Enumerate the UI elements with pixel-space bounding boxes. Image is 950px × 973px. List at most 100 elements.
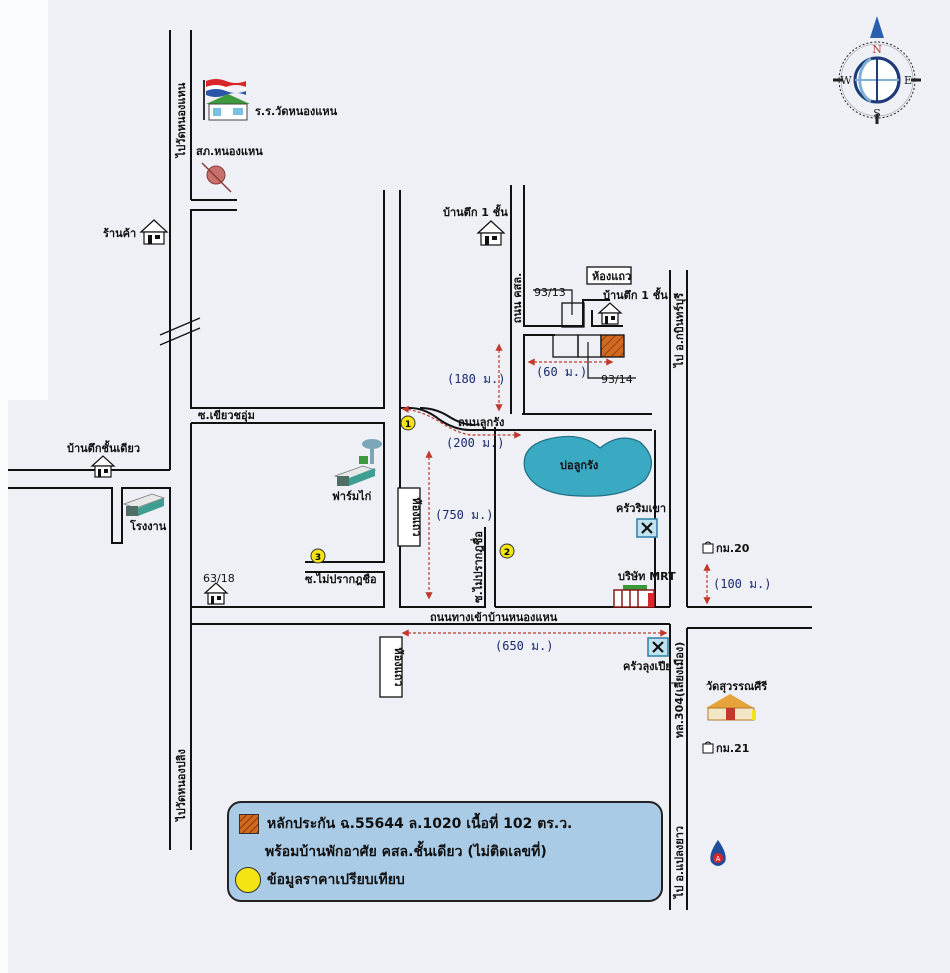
leader-93-14 <box>587 342 636 379</box>
single-storey-house-label: บ้านตึกชั้นเดียว <box>67 440 140 455</box>
km21-label: กม.21 <box>716 742 749 755</box>
km-post-icon <box>702 541 714 554</box>
road-kasol-branch <box>591 310 623 327</box>
comparable-dot-icon <box>235 867 261 893</box>
block-farm <box>191 422 385 563</box>
page-margin <box>0 400 8 973</box>
soi-khiao-chaum-label: ซ.เขียวชอุ่ม <box>198 409 255 423</box>
restaurant-lungpia-label: ครัวลุงเปีย <box>623 660 672 674</box>
restaurant-icon-rimkhao <box>636 518 658 538</box>
svg-text:A: A <box>716 855 721 863</box>
soi-mai-prakot-2-label: ซ.ไม่ปรากฎชื่อ <box>470 531 485 603</box>
plot-93-13-label: 93/13 <box>534 286 566 299</box>
school-label: ร.ร.วัดหนองแหน <box>255 105 338 118</box>
hwy-304-label: ทล.304(เลี่ยงเมือง) <box>671 642 686 739</box>
plot-93-14-label: 93/14 <box>601 373 633 386</box>
townhouse-bottom-label: ห้องแถว <box>392 647 405 686</box>
school-icon <box>203 79 250 121</box>
arrow-200m <box>401 405 522 439</box>
legend-collateral-row: หลักประกัน ฉ.55644 ล.1020 เนื้อที่ 102 ต… <box>239 813 572 835</box>
compass-e: E <box>904 74 912 87</box>
road-to-wat-nongpling-label: ไปวัดหนองปลิง <box>174 749 188 823</box>
plot-box-a <box>552 334 579 358</box>
leader-93-13 <box>533 289 573 315</box>
legend-collateral-row2: พร้อมบ้านพักอาศัย คสล.ชั้นเดียว (ไม่ติดเ… <box>265 841 547 863</box>
factory-label: โรงงาน <box>129 519 167 533</box>
distance-60m: (60 ม.) <box>536 365 587 379</box>
map-legend: หลักประกัน ฉ.55644 ล.1020 เนื้อที่ 102 ต… <box>227 801 663 902</box>
page-margin <box>0 0 48 400</box>
block-farm-lower <box>190 423 385 608</box>
legend-comparable-row: ข้อมูลราคาเปรียบเทียบ <box>235 867 405 893</box>
road-to-wat-nongkhaen-label: ไปวัดหนองแหน <box>174 82 188 159</box>
plot-box-b <box>577 334 602 358</box>
thanon-kasol-label: ถนน คสล. <box>511 273 524 324</box>
km-post-icon <box>702 741 714 754</box>
restaurant-rimkhao-label: ครัวริมเขา <box>616 502 666 515</box>
plot-63-18-label: 63/18 <box>203 572 235 585</box>
restaurant-icon-lungpia <box>647 637 669 657</box>
plot-93-13-box <box>561 302 585 328</box>
distance-arrows <box>401 343 711 637</box>
compass-w: W <box>840 74 852 87</box>
house-icon-right <box>597 302 623 325</box>
north-arrow-icon <box>870 16 884 38</box>
collateral-swatch-icon <box>239 814 259 834</box>
marker-2-number: 2 <box>504 548 510 558</box>
factory-icon <box>122 493 166 516</box>
health-center-icon <box>201 162 232 193</box>
roads <box>8 30 812 910</box>
marker-3-number: 3 <box>315 553 321 563</box>
road-kasol-east <box>523 185 610 327</box>
house-icon-63-18 <box>203 582 229 605</box>
distance-650m: (650 ม.) <box>495 639 553 653</box>
compass-s: S <box>873 107 881 120</box>
distance-750m: (750 ม.) <box>435 508 493 522</box>
townhouse-top-box <box>586 266 632 285</box>
townhouse-mid-box <box>397 487 421 547</box>
health-center-label: สภ.หนองแหน <box>196 145 263 158</box>
road-break-symbol <box>159 317 201 346</box>
soi-mai-prakot-3-label: ซ.ไม่ปรากฎชื่อ <box>305 571 377 586</box>
to-plaeng-yao-label: ไป อ.แปลงยาว <box>672 826 686 900</box>
chicken-farm-label: ฟาร์มไก่ <box>332 489 372 503</box>
distance-200m: (200 ม.) <box>446 436 504 450</box>
house-icon-top <box>476 220 506 246</box>
compass-n: N <box>872 43 882 56</box>
collateral-plot[interactable] <box>600 334 625 358</box>
plots <box>533 266 636 379</box>
comparable-marker-3[interactable]: 3 <box>310 548 326 564</box>
road-lower-block <box>523 334 555 414</box>
house-icon-single-storey <box>90 455 116 478</box>
legend-collateral-line2: พร้อมบ้านพักอาศัย คสล.ชั้นเดียว (ไม่ติดเ… <box>265 844 547 860</box>
gas-station-icon: A <box>710 840 726 866</box>
pond-shape <box>523 435 652 497</box>
townhouse-mid-label: ห้องแถว <box>410 497 423 536</box>
temple-icon <box>706 694 756 721</box>
legend-comparable: ข้อมูลราคาเปรียบเทียบ <box>267 872 405 888</box>
townhouse-top-label: ห้องแถว <box>592 270 631 283</box>
compass-rose: N S E W <box>833 16 921 124</box>
block-nw <box>190 190 385 409</box>
shop-label: ร้านค้า <box>103 227 136 240</box>
pond-label: บ่อลูกรัง <box>560 459 598 473</box>
chicken-farm-icon <box>333 439 382 486</box>
company-mrt-label: บริษัท MRT <box>618 570 676 583</box>
comparable-marker-2[interactable]: 2 <box>499 543 515 559</box>
comparable-marker-1[interactable]: 1 <box>400 415 416 431</box>
house-1-storey-right-label: บ้านตึก 1 ชั้น <box>603 287 668 302</box>
distance-100m: (100 ม.) <box>713 577 771 591</box>
thanon-luk-krang-label: ถนนลูกรัง <box>458 416 504 430</box>
road-west-lower <box>8 487 171 850</box>
company-building-icon <box>613 585 655 608</box>
townhouse-bottom-box <box>379 636 403 698</box>
legend-collateral-line1: หลักประกัน ฉ.55644 ล.1020 เนื้อที่ 102 ต… <box>267 816 573 832</box>
house-icon-shop <box>139 219 169 245</box>
access-road-label: ถนนทางเข้าบ้านหนองแหน <box>430 611 558 624</box>
temple-label: วัดสุวรรณศีรี <box>706 680 767 694</box>
distance-180m: (180 ม.) <box>447 372 505 386</box>
to-kabin-buri-label: ไป อ.กบินทร์บุรี <box>672 293 687 369</box>
house-1-storey-top-label: บ้านตึก 1 ชั้น <box>443 204 508 219</box>
marker-1-number: 1 <box>405 420 411 430</box>
